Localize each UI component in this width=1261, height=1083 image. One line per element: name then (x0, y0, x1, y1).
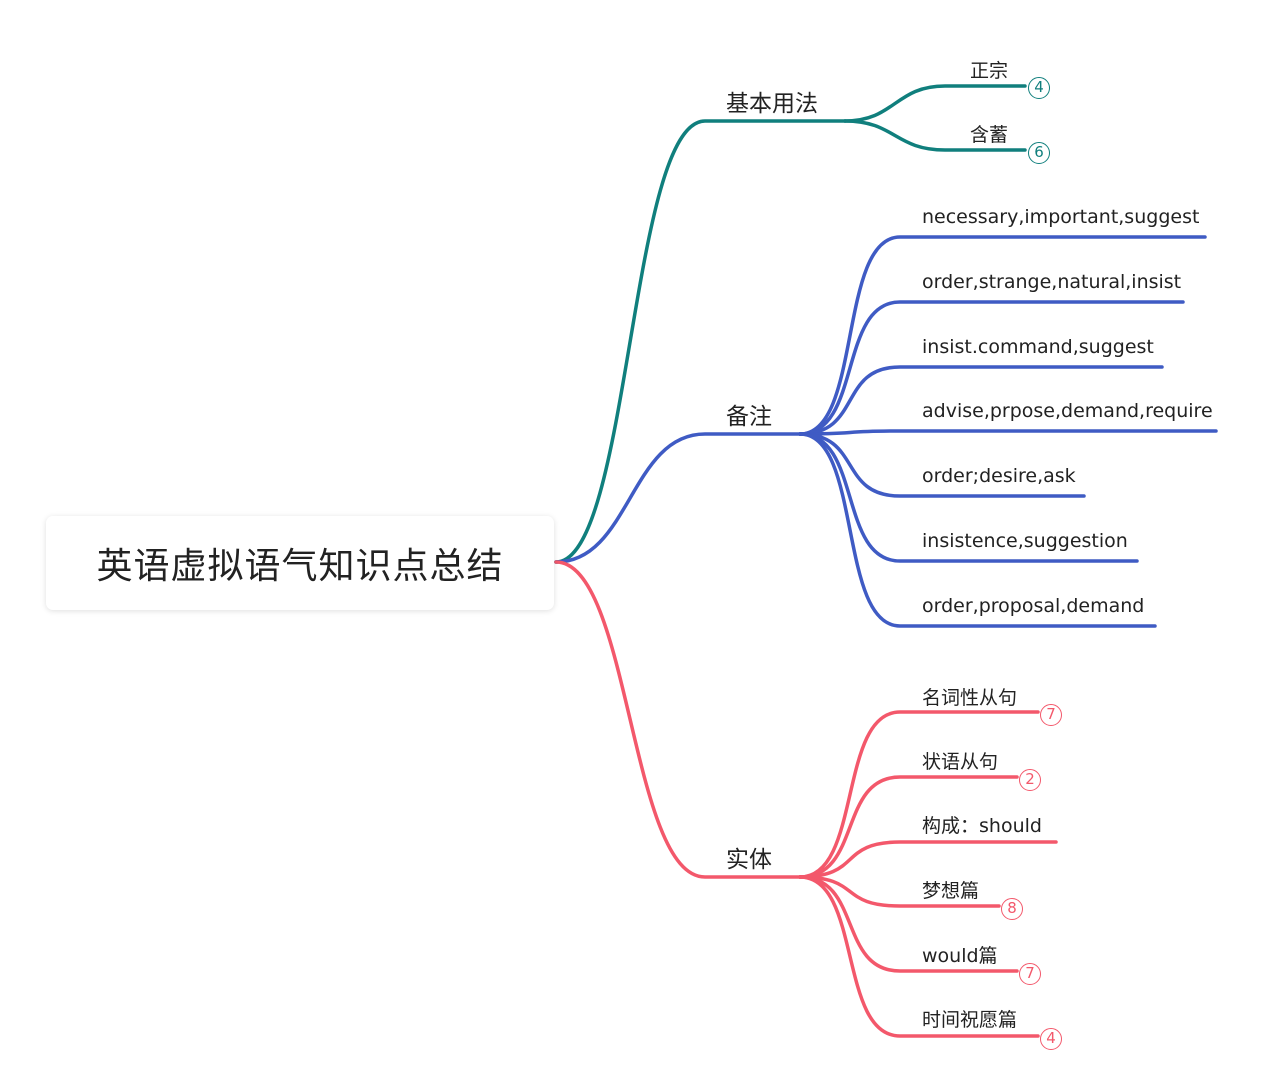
connector-entity (554, 560, 802, 879)
branch-entity-title[interactable]: 实体 (726, 847, 772, 873)
connector-leaf-entity-6 (798, 875, 1040, 1038)
collapsed-count-badge[interactable]: 2 (1019, 769, 1041, 791)
connector-notes (554, 432, 802, 564)
leaf-notes-6[interactable]: insistence,suggestion (922, 530, 1128, 552)
connector-leaf-notes-4 (798, 429, 1218, 436)
branch-notes-title[interactable]: 备注 (726, 404, 772, 430)
leaf-time-wish[interactable]: 时间祝愿篇 (922, 1009, 1018, 1031)
collapsed-count-badge[interactable]: 7 (1040, 704, 1062, 726)
connector-leaf-notes-7 (798, 432, 1157, 628)
connector-leaf-entity-3 (798, 840, 1058, 879)
leaf-zhengzong[interactable]: 正宗 (970, 60, 1009, 82)
root-topic-node[interactable]: 英语虚拟语气知识点总结 (46, 516, 554, 610)
leaf-notes-7[interactable]: order,proposal,demand (922, 595, 1145, 617)
connector-leaf-notes-1 (798, 235, 1207, 436)
leaf-notes-3[interactable]: insist.command,suggest (922, 336, 1154, 358)
connector-leaf-notes-5 (798, 432, 1086, 498)
branch-basic-usage-title[interactable]: 基本用法 (726, 91, 818, 117)
connector-leaf-basic-2 (843, 119, 1027, 152)
collapsed-count-badge[interactable]: 8 (1001, 898, 1023, 920)
leaf-adverbial-clause[interactable]: 状语从句 (922, 751, 999, 773)
leaf-dream[interactable]: 梦想篇 (922, 880, 980, 902)
connector-leaf-notes-2 (798, 300, 1185, 436)
collapsed-count-badge[interactable]: 6 (1028, 142, 1050, 164)
leaf-noun-clause[interactable]: 名词性从句 (922, 687, 1018, 709)
connector-leaf-entity-2 (798, 775, 1019, 879)
collapsed-count-badge[interactable]: 7 (1019, 963, 1041, 985)
collapsed-count-badge[interactable]: 4 (1040, 1028, 1062, 1050)
connector-leaf-entity-5 (798, 875, 1019, 973)
leaf-notes-5[interactable]: order;desire,ask (922, 465, 1076, 487)
leaf-notes-4[interactable]: advise,prpose,demand,require (922, 400, 1213, 422)
leaf-hanxu[interactable]: 含蓄 (970, 124, 1009, 146)
connector-leaf-entity-1 (798, 710, 1040, 879)
leaf-notes-1[interactable]: necessary,important,suggest (922, 206, 1200, 228)
leaf-structure-should[interactable]: 构成：should (922, 815, 1042, 837)
leaf-notes-2[interactable]: order,strange,natural,insist (922, 271, 1182, 293)
connector-leaf-basic-1 (843, 84, 1027, 123)
connector-leaf-entity-4 (798, 875, 1001, 908)
connector-basic-usage (554, 119, 847, 564)
collapsed-count-badge[interactable]: 4 (1028, 77, 1050, 99)
connector-leaf-notes-3 (798, 365, 1164, 436)
connector-leaf-notes-6 (798, 432, 1139, 563)
root-topic-title: 英语虚拟语气知识点总结 (96, 546, 504, 587)
leaf-would[interactable]: would篇 (922, 945, 998, 967)
